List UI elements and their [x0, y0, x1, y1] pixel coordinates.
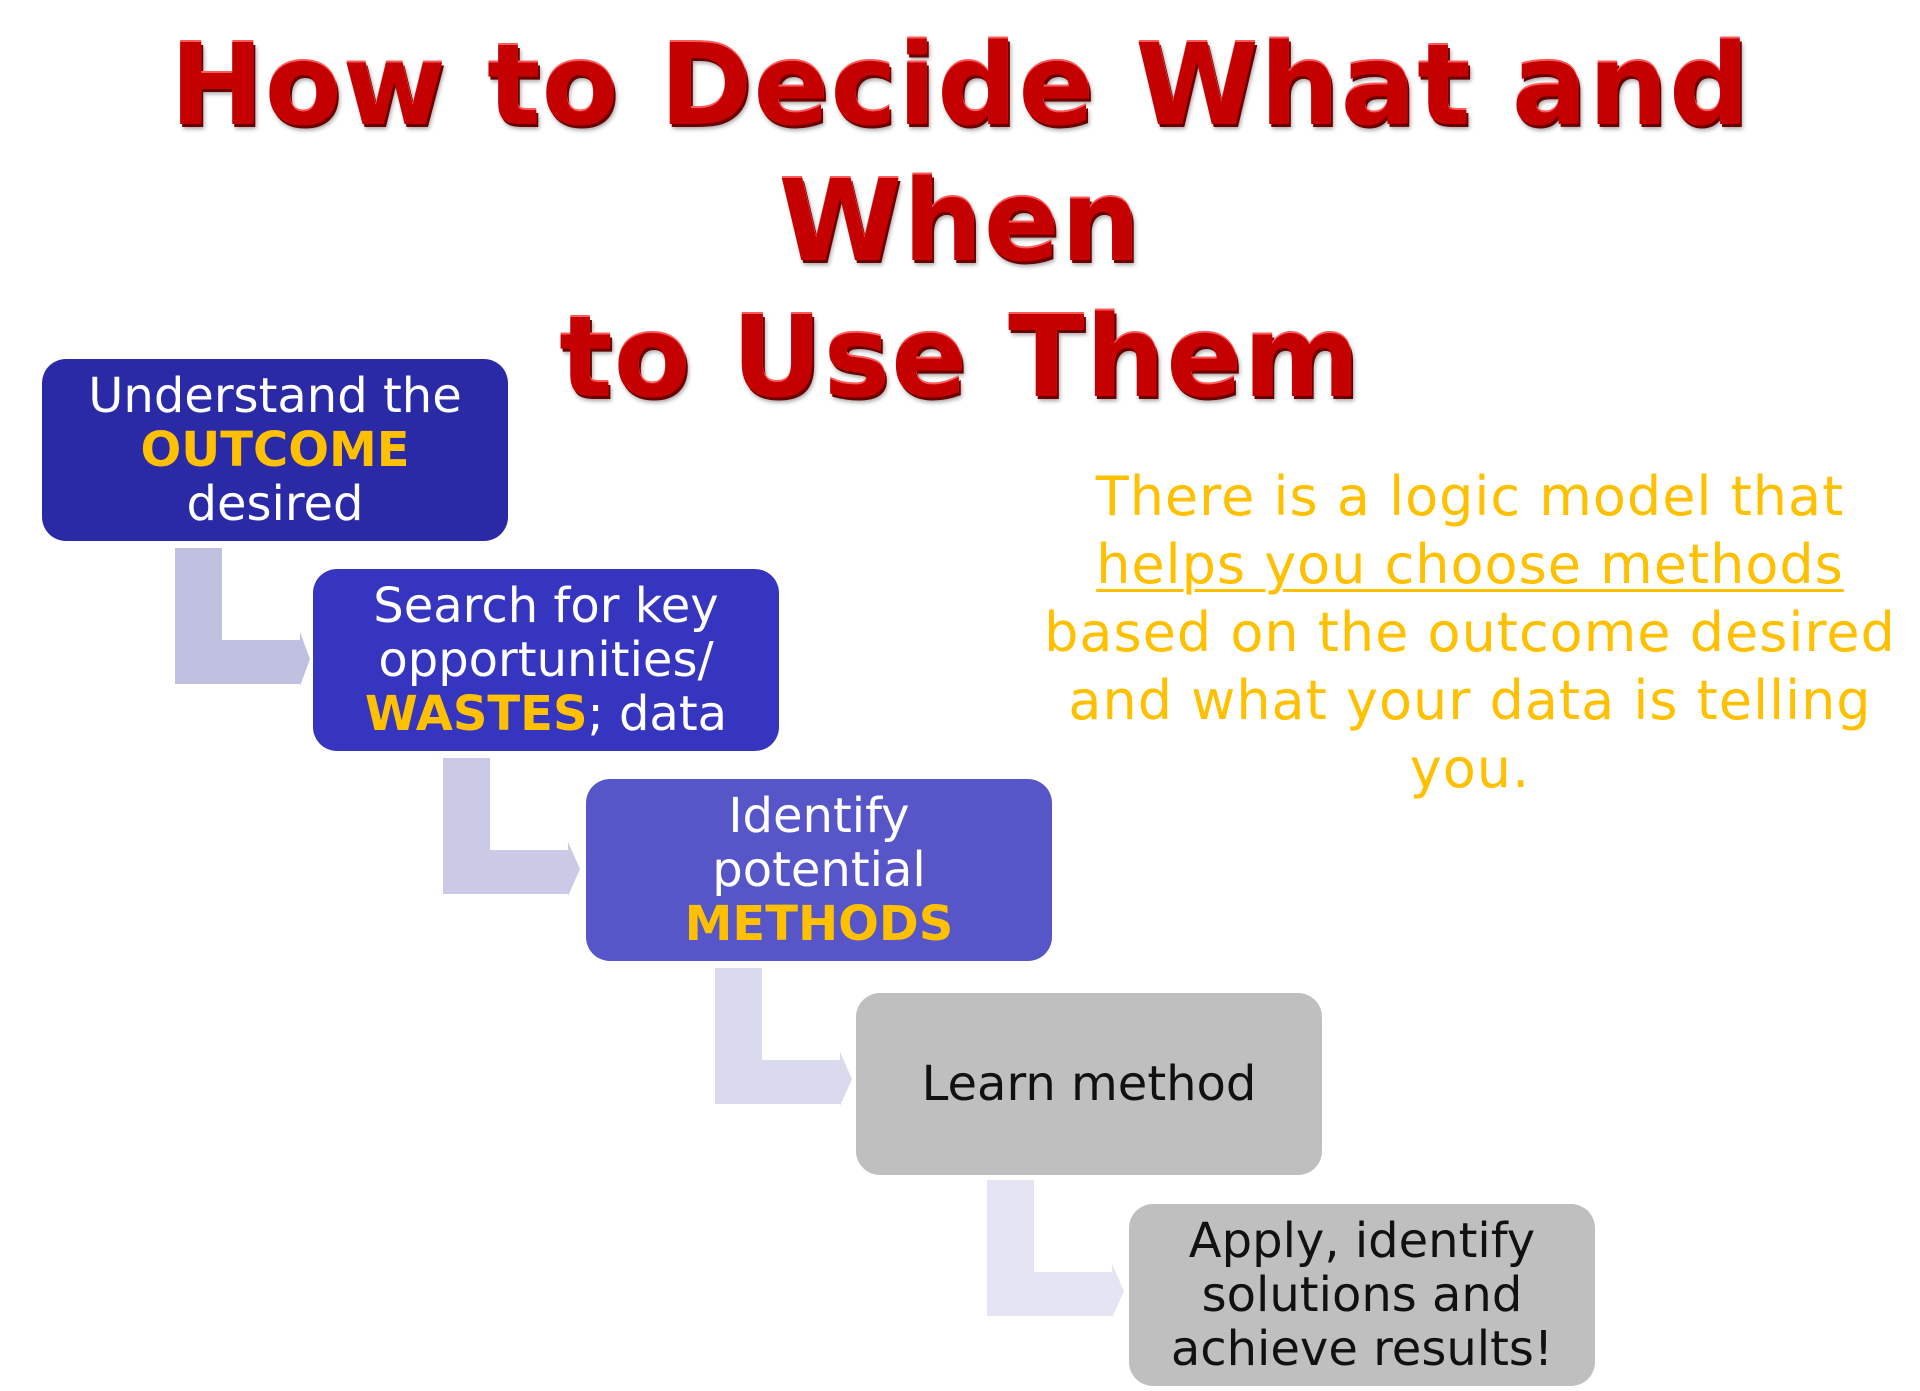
page-title: How to Decide What and When to Use Them [0, 18, 1920, 426]
step-2-line-1: Search for key [373, 578, 719, 634]
note-line-3: based on the outcome desired [1044, 601, 1896, 664]
step-3-line-1: Identify [728, 788, 910, 844]
step-2-post: ; data [587, 686, 728, 742]
step-understand-outcome: Understand the OUTCOME desired [42, 359, 508, 541]
step-5-line-1: Apply, identify [1188, 1213, 1536, 1269]
step-4-text: Learn method [921, 1056, 1257, 1112]
note-line-4: and what your data is telling [1068, 669, 1872, 732]
step-2-highlight: WASTES [364, 686, 588, 742]
step-2-line-3: WASTES; data [365, 687, 727, 741]
step-identify-methods: Identify potential METHODS [586, 779, 1052, 961]
note-line-1: There is a logic model that [1095, 465, 1845, 528]
step-learn-method: Learn method [856, 993, 1322, 1175]
step-5-text: Apply, identify solutions and achieve re… [1171, 1214, 1553, 1376]
connector-arrow-2 [443, 758, 580, 896]
step-2-line-2: opportunities/ [378, 632, 714, 688]
step-5-line-3: achieve results! [1170, 1321, 1554, 1377]
connector-arrow-4 [987, 1180, 1124, 1318]
step-3-line-2: potential [712, 842, 926, 898]
note-underlined-text: helps you choose methods [1096, 533, 1844, 596]
title-line-2: to Use Them [559, 293, 1361, 423]
title-line-1: How to Decide What and When [169, 21, 1751, 287]
connector-arrow-3 [715, 968, 852, 1106]
step-3-highlight: METHODS [684, 896, 954, 952]
step-apply-results: Apply, identify solutions and achieve re… [1129, 1204, 1595, 1386]
step-1-highlight: OUTCOME [140, 422, 410, 478]
step-1-line-1: Understand the [88, 368, 462, 424]
note-line-5: you. [1409, 737, 1531, 800]
step-2-text: Search for key opportunities/ WASTES; da… [365, 579, 727, 741]
step-1-text: Understand the OUTCOME desired [88, 369, 461, 531]
step-search-opportunities: Search for key opportunities/ WASTES; da… [313, 569, 779, 751]
logic-model-note: There is a logic model that helps you ch… [1040, 463, 1900, 803]
step-5-line-2: solutions and [1201, 1267, 1523, 1323]
step-3-text: Identify potential METHODS [685, 789, 954, 951]
connector-arrow-1 [175, 548, 310, 686]
step-1-line-3: desired [186, 476, 364, 532]
